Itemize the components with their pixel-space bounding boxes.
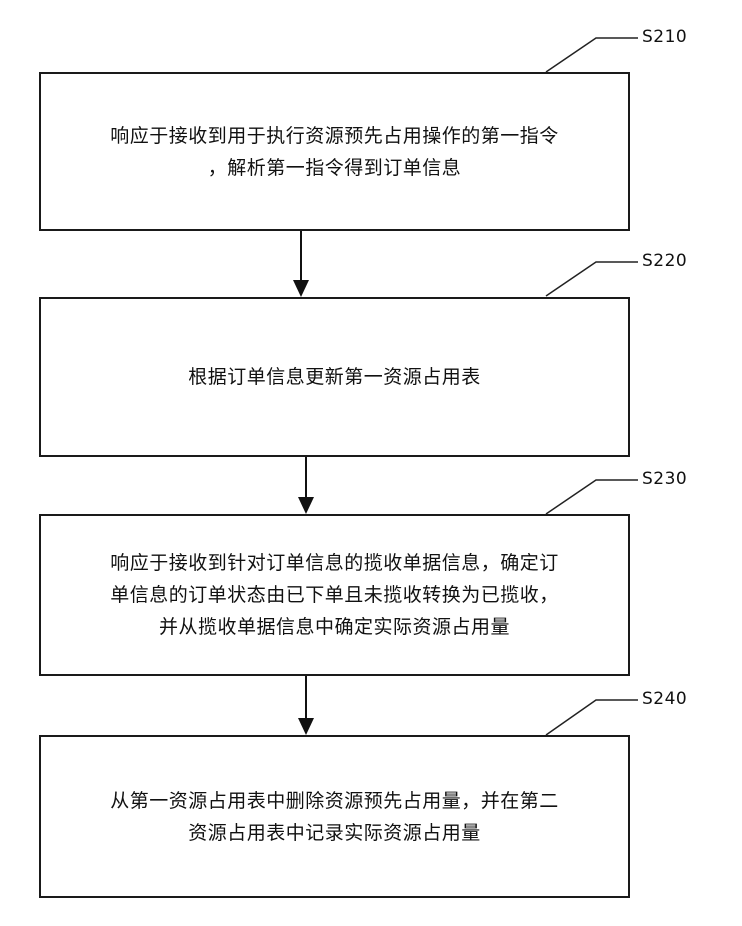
- step-label-s210: S210: [642, 27, 687, 47]
- step-box-s240: 从第一资源占用表中删除资源预先占用量，并在第二 资源占用表中记录实际资源占用量: [39, 735, 630, 898]
- flow-arrow-3: [298, 676, 314, 735]
- label-leader-s220: [546, 262, 638, 296]
- step-text-s230: 响应于接收到针对订单信息的揽收单据信息，确定订 单信息的订单状态由已下单且未揽收…: [100, 547, 569, 643]
- label-leader-s210: [546, 38, 638, 72]
- flow-arrow-1: [293, 231, 309, 297]
- label-leader-s230: [546, 480, 638, 514]
- flow-arrow-2: [298, 457, 314, 514]
- step-label-s220: S220: [642, 251, 687, 271]
- step-box-s230: 响应于接收到针对订单信息的揽收单据信息，确定订 单信息的订单状态由已下单且未揽收…: [39, 514, 630, 676]
- label-leader-s240: [546, 700, 638, 735]
- step-text-s210: 响应于接收到用于执行资源预先占用操作的第一指令 ，解析第一指令得到订单信息: [100, 120, 569, 184]
- step-label-s240: S240: [642, 689, 687, 709]
- step-label-s230: S230: [642, 469, 687, 489]
- step-box-s220: 根据订单信息更新第一资源占用表: [39, 297, 630, 457]
- step-box-s210: 响应于接收到用于执行资源预先占用操作的第一指令 ，解析第一指令得到订单信息: [39, 72, 630, 231]
- step-text-s220: 根据订单信息更新第一资源占用表: [178, 361, 491, 393]
- step-text-s240: 从第一资源占用表中删除资源预先占用量，并在第二 资源占用表中记录实际资源占用量: [100, 785, 569, 849]
